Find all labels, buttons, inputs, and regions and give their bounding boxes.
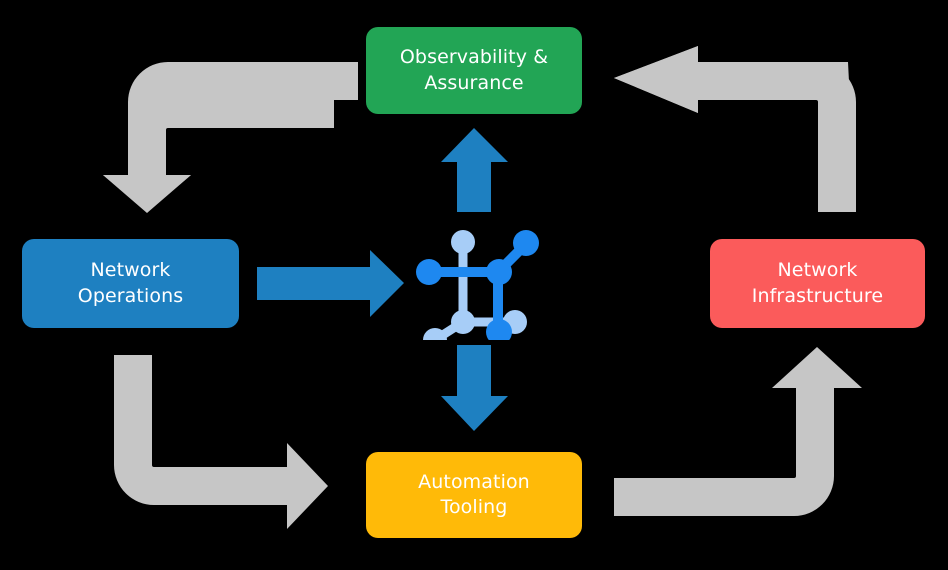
- node-box-network-infrastructure[interactable]: Network Infrastructure: [710, 239, 925, 328]
- node-label-network-infrastructure: Network Infrastructure: [751, 259, 884, 307]
- arrow-center-to-observability: [441, 128, 508, 212]
- node-box-network-operations[interactable]: Network Operations: [22, 239, 239, 328]
- node-box-automation-tooling[interactable]: Automation Tooling: [366, 452, 582, 538]
- arrow-center-to-automation: [441, 345, 508, 431]
- node-box-observability[interactable]: Observability & Assurance: [366, 27, 582, 114]
- arrow-operations-to-center: [257, 250, 404, 317]
- network-topology-icon: [416, 230, 539, 340]
- node-label-network-operations: Network Operations: [77, 259, 184, 307]
- node-label-automation-tooling: Automation Tooling: [418, 470, 530, 518]
- topology-dark-nodes: [416, 230, 539, 340]
- arrow-infrastructure-to-observability-body: [614, 46, 856, 212]
- arrow-automation-to-infrastructure: [614, 347, 862, 516]
- arrow-observability-to-operations-body: [103, 62, 358, 213]
- arrow-operations-to-automation: [114, 355, 328, 529]
- node-label-observability: Observability & Assurance: [399, 46, 549, 94]
